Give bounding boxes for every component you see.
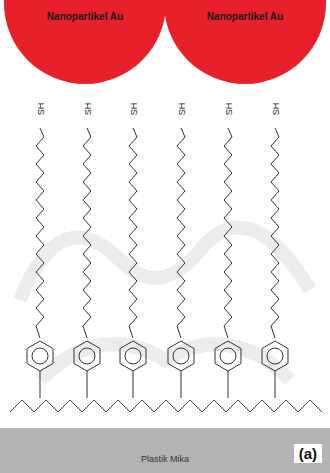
thiol-label: SH — [36, 102, 46, 115]
thiol-label: SH — [271, 102, 281, 115]
node-text: Plastik Mika — [141, 454, 189, 464]
thiol-label: SH — [224, 102, 234, 115]
thiol-label: SH — [177, 102, 187, 115]
thiol-label: SH — [83, 102, 93, 115]
node-text: Nanopartikel Au — [207, 11, 283, 22]
alkyl-chains — [36, 128, 279, 338]
benzene-rings — [27, 341, 288, 398]
linker-chain — [10, 400, 322, 412]
gold-nanoparticle: Nanopartikel Au — [4, 0, 166, 84]
gold-nanoparticle: Nanopartikel Au — [164, 0, 326, 84]
node-text: Nanopartikel Au — [47, 11, 123, 22]
plastic-substrate: Plastik Mika — [0, 428, 330, 473]
watermark — [20, 228, 310, 381]
panel-label: (a) — [294, 444, 322, 463]
thiol-label: SH — [129, 102, 139, 115]
